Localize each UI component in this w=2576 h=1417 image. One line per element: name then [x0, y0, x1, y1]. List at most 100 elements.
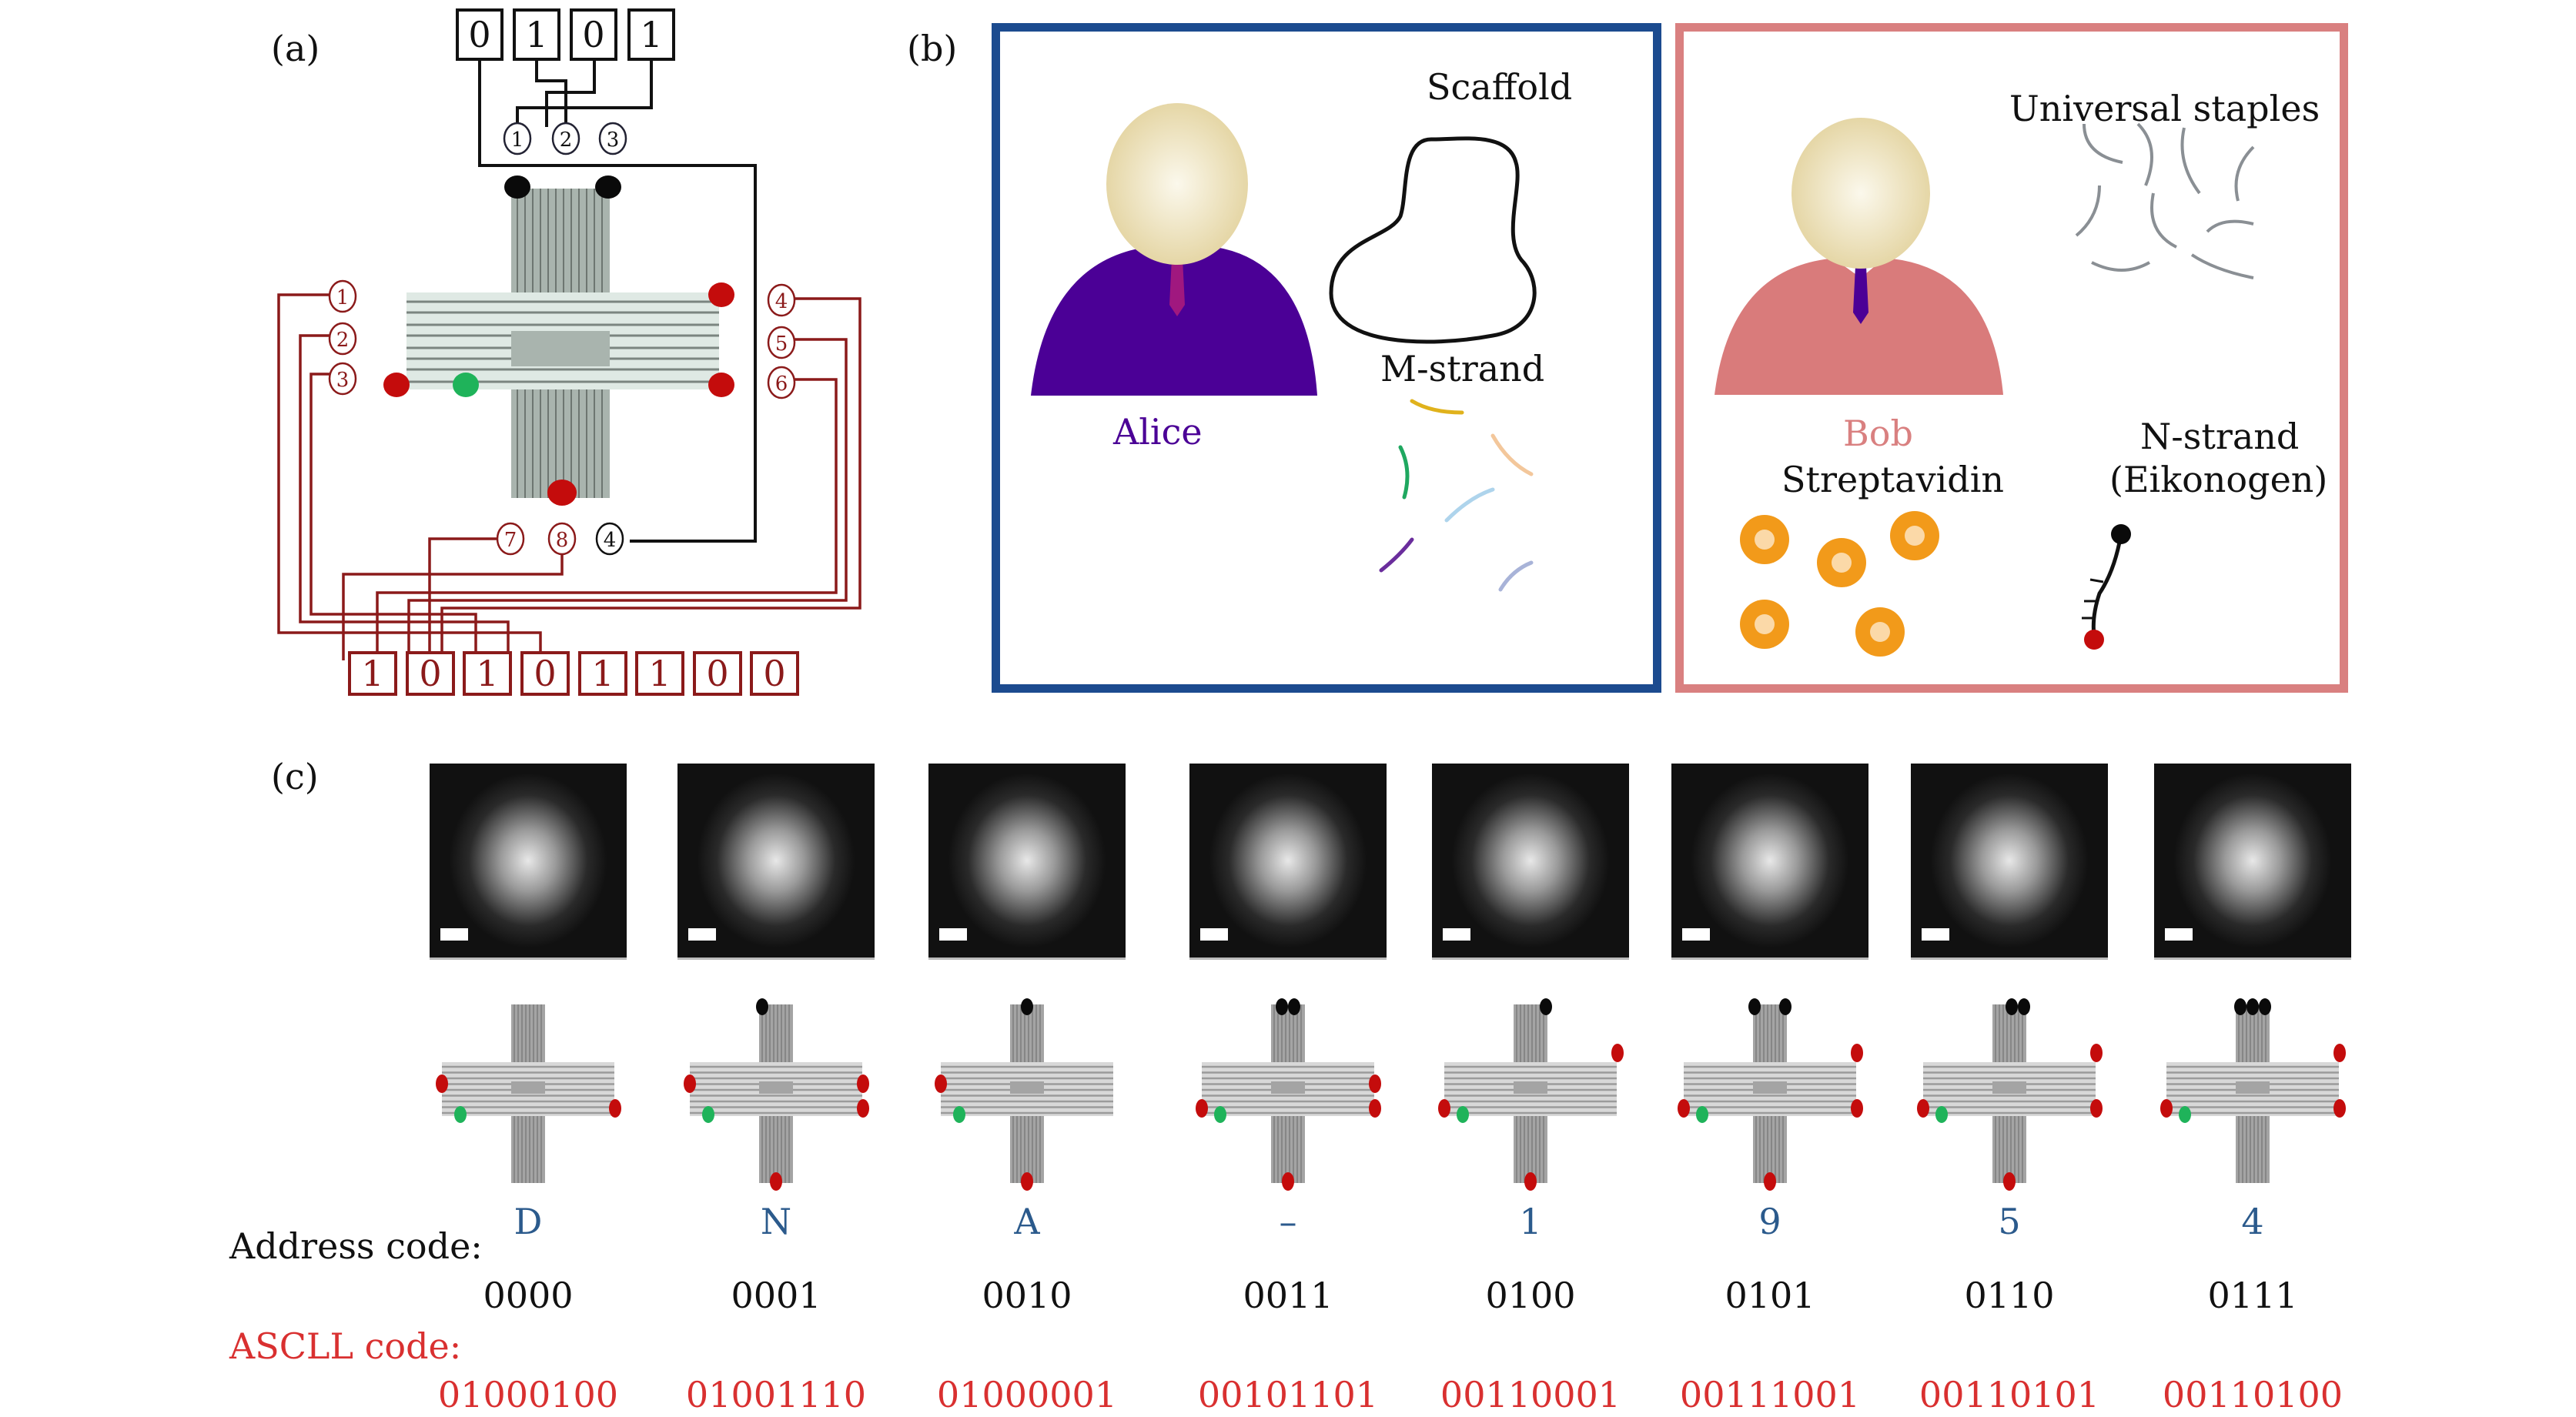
- red-dot: [609, 1099, 621, 1118]
- red-dot: [547, 480, 577, 506]
- red-dot: [1369, 1099, 1381, 1118]
- red-dot: [1611, 1044, 1624, 1062]
- center-patch: [1992, 1081, 2026, 1094]
- address-code: 0010: [982, 1275, 1072, 1316]
- bottom-bit-box: 0: [406, 651, 455, 696]
- bottom-bit-box: 1: [578, 651, 627, 696]
- center-patch: [759, 1081, 793, 1094]
- decoded-character: 9: [1758, 1201, 1781, 1242]
- red-dot: [684, 1074, 696, 1093]
- red-dot: [708, 282, 734, 307]
- red-dot: [935, 1074, 947, 1093]
- universal-staples-label: Universal staples: [2009, 88, 2320, 129]
- red-dot: [1196, 1099, 1208, 1118]
- black-dot: [1748, 998, 1761, 1015]
- address-code: 0101: [1725, 1275, 1815, 1316]
- afm-image: [430, 764, 627, 960]
- black-dot: [2006, 998, 2018, 1015]
- ascii-code: 00111001: [1679, 1374, 1861, 1415]
- universal-staples-icons: [2075, 122, 2255, 279]
- origami-schematic: [436, 1004, 621, 1183]
- decoded-character: –: [1279, 1201, 1297, 1242]
- bob-box: [1675, 23, 2348, 693]
- decoded-character: 4: [2241, 1201, 2264, 1242]
- red-dot: [708, 373, 734, 397]
- m-strand-icons: [1379, 399, 1534, 592]
- address-code: 0001: [731, 1275, 821, 1316]
- afm-image: [928, 764, 1126, 960]
- ascii-code: 00110100: [2162, 1374, 2343, 1415]
- scale-bar: [688, 928, 716, 941]
- decoded-character: A: [1014, 1201, 1040, 1242]
- green-dot: [1935, 1106, 1948, 1123]
- alice-head: [1106, 103, 1248, 265]
- alice-illustration: [1031, 103, 1537, 592]
- bottom-bit-box: 0: [520, 651, 570, 696]
- green-dot: [702, 1106, 714, 1123]
- black-dot: [2246, 998, 2259, 1015]
- red-dot: [2333, 1044, 2346, 1062]
- streptavidin-label: Streptavidin: [1781, 459, 2005, 500]
- red-dot: [1917, 1099, 1929, 1118]
- center-patch: [1514, 1081, 1547, 1094]
- afm-image: [1189, 764, 1387, 960]
- green-dot: [453, 373, 479, 397]
- afm-image: [677, 764, 875, 960]
- center-patch: [511, 1081, 545, 1094]
- scale-bar: [1682, 928, 1710, 941]
- black-dot: [2259, 998, 2271, 1015]
- afm-image: [2154, 764, 2351, 960]
- red-dot: [2160, 1099, 2173, 1118]
- red-dot: [1021, 1172, 1033, 1191]
- address-code: 0111: [2207, 1275, 2298, 1316]
- decoded-character: 1: [1519, 1201, 1542, 1242]
- afm-image: [1432, 764, 1629, 960]
- origami-schematic: [1196, 998, 1381, 1191]
- center-patch: [2236, 1081, 2270, 1094]
- decoded-character: 5: [1998, 1201, 2021, 1242]
- bob-tie: [1853, 266, 1868, 324]
- origami-schematic: [2160, 998, 2346, 1183]
- n-strand-icon: [2082, 524, 2131, 650]
- svg-text:7: 7: [504, 529, 517, 552]
- svg-text:6: 6: [775, 373, 788, 396]
- top-circled-markers: [503, 122, 627, 155]
- scale-bar: [1200, 928, 1228, 941]
- bob-illustration: [1715, 118, 2255, 657]
- ascii-code: 00110001: [1440, 1374, 1621, 1415]
- red-dot: [1524, 1172, 1537, 1191]
- black-dot: [1288, 998, 1300, 1015]
- bottom-bit-box: 1: [635, 651, 684, 696]
- svg-text:2: 2: [336, 329, 350, 352]
- red-dot: [2003, 1172, 2016, 1191]
- bottom-bit-box: 1: [348, 651, 397, 696]
- svg-text:3: 3: [336, 369, 350, 392]
- red-dot: [1764, 1172, 1776, 1191]
- svg-text:4: 4: [604, 529, 617, 552]
- alice-box: [992, 23, 1661, 693]
- top-bit-box: 0: [570, 8, 617, 61]
- bottom-bit-box: 0: [693, 651, 742, 696]
- black-dot: [2018, 998, 2030, 1015]
- red-dot: [2090, 1044, 2103, 1062]
- red-dot: [857, 1074, 869, 1093]
- svg-text:1: 1: [511, 129, 524, 152]
- panel-c-label: (c): [271, 756, 319, 797]
- m-strand-label: M-strand: [1380, 348, 1545, 389]
- bob-body: [1715, 259, 2003, 395]
- scale-bar: [2165, 928, 2193, 941]
- scale-bar: [440, 928, 468, 941]
- green-dot: [953, 1106, 965, 1123]
- bob-head: [1791, 118, 1930, 269]
- afm-image: [1911, 764, 2108, 960]
- black-dot: [756, 998, 768, 1015]
- red-dot: [2090, 1099, 2103, 1118]
- red-dot: [857, 1099, 869, 1118]
- afm-image: [1671, 764, 1868, 960]
- ascii-code: 00110101: [1919, 1374, 2100, 1415]
- ascii-code: 01000001: [936, 1374, 1118, 1415]
- origami-schematic: [1438, 998, 1624, 1191]
- svg-text:4: 4: [775, 290, 788, 313]
- green-dot: [2179, 1106, 2191, 1123]
